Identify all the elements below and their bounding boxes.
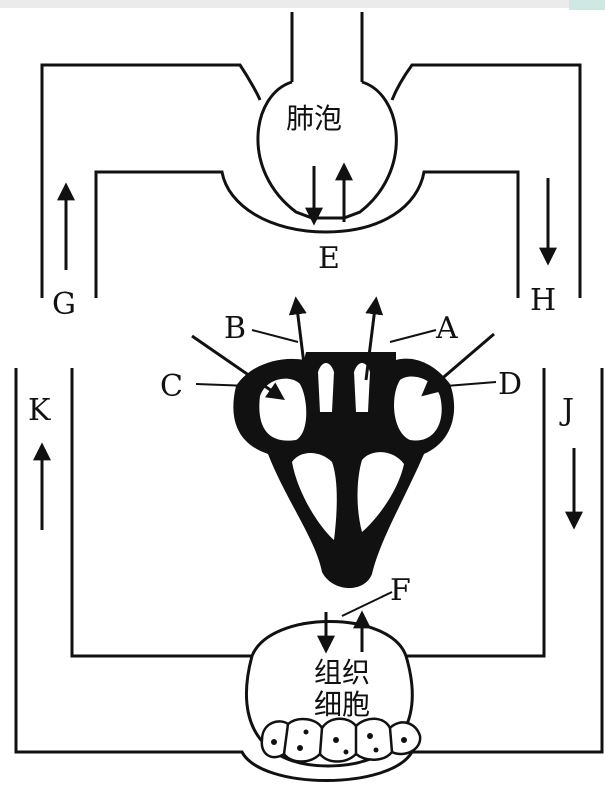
- pulmonary-vein-outer-left: [42, 65, 260, 298]
- pulmonary-capillary-inner: [96, 172, 518, 298]
- systemic-inner-left: [72, 368, 252, 656]
- leader-D: [446, 382, 496, 386]
- nucleus: [333, 737, 339, 743]
- nucleus: [344, 750, 349, 755]
- tissue-cells: [262, 719, 420, 762]
- label-B: B: [224, 311, 246, 346]
- pulmonary-trunk-lumen: [318, 363, 334, 412]
- label-E: E: [318, 241, 340, 276]
- nucleus: [401, 737, 407, 743]
- label-A: A: [435, 311, 458, 346]
- nucleus: [367, 733, 373, 739]
- leader-F: [342, 592, 392, 616]
- nucleus: [271, 739, 277, 745]
- label-C: C: [160, 369, 183, 404]
- label-H: H: [530, 283, 556, 318]
- nucleus: [374, 748, 379, 753]
- tissue-label-line1: 组织: [314, 656, 370, 689]
- alveolus-label: 肺泡: [286, 102, 342, 135]
- label-F: F: [390, 573, 411, 608]
- nucleus: [304, 730, 309, 735]
- label-G: G: [52, 287, 76, 322]
- leader-A: [390, 330, 436, 342]
- nucleus: [297, 745, 303, 751]
- leader-B: [252, 330, 298, 342]
- label-J: J: [559, 393, 574, 428]
- label-D: D: [498, 367, 522, 402]
- tissue-label-line2: 细胞: [314, 688, 370, 721]
- label-K: K: [28, 393, 51, 428]
